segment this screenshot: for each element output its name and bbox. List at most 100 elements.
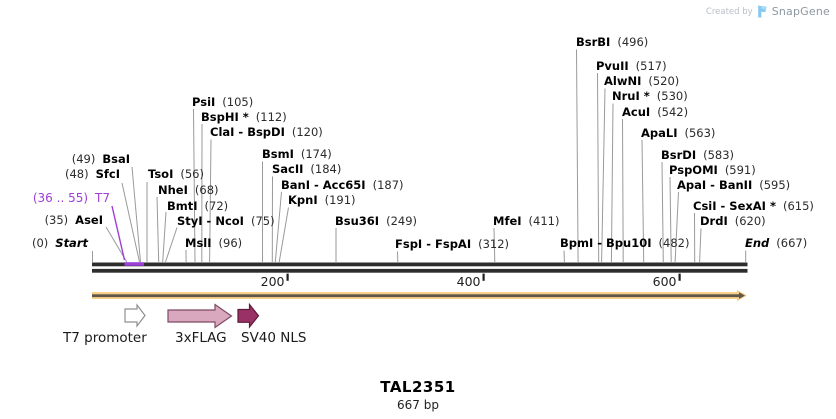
site-pos: (174) [300,147,332,161]
site-label-alwNI[interactable]: AlwNI(520) [604,75,679,88]
site-label-acuI[interactable]: AcuI(542) [622,105,688,119]
feature-name: T7 [95,191,110,205]
site-pos: (0) [31,235,49,250]
site-pos: (249) [386,213,418,228]
site-label-t7[interactable]: (36 .. 55)T7 [33,192,110,205]
site-label-bsrBI[interactable]: BsrBI(496) [576,36,648,49]
site-pos: (105) [222,94,254,109]
3xflag-arrow[interactable] [167,303,233,329]
connector-drdI [699,228,702,263]
enzyme-name: CsiI - SexAI * [693,198,776,213]
connector-psiI [193,108,196,263]
connector-bsrBI [576,49,579,263]
site-label-styI-ncoI[interactable]: StyI - NcoI (75) [177,213,275,228]
site-label-bsrDI[interactable]: BsrDI(583) [661,148,734,162]
connector-alwNI [601,88,606,263]
site-label-bmtI[interactable]: BmtI (72) [167,198,229,213]
site-label-bsu36I[interactable]: Bsu36I(249) [335,213,418,228]
site-label-bspHI[interactable]: BspHI *(112) [201,109,287,124]
site-connectors [92,49,747,263]
enzyme-name: FspI - FspAI [395,237,472,251]
site-label-psiI[interactable]: PsiI (105) [192,94,254,109]
site-label-sacII[interactable]: SacII(184) [272,163,341,176]
enzyme-name: BpmI - Bpu10I [560,236,652,250]
site-pos: (411) [528,213,560,228]
site-label-bsmI[interactable]: BsmI(174) [262,148,332,161]
orf-arrow-head-core [739,292,745,299]
t7-region-bar[interactable] [124,262,145,266]
enzyme-name: PspOMI [669,162,718,177]
connector-nruI [610,103,614,263]
connector-pspOMI [669,176,672,263]
connector-kpnI [278,207,289,263]
enzyme-name: ClaI - BspDI [210,125,285,139]
site-label-start[interactable]: (0) Start [31,235,88,250]
enzyme-name: BmtI [167,198,198,213]
site-label-pvuII[interactable]: PvuII(517) [596,58,667,73]
site-label-csiI-sexAI[interactable]: CsiI - SexAI * (615) [693,198,814,213]
site-pos: (595) [759,177,791,192]
enzyme-name: BanI - Acc65I [281,177,366,192]
t7-promoter-arrow[interactable] [124,303,146,328]
feature-label-sv40-nls[interactable]: SV40 NLS [241,330,307,346]
site-label-fspI-fspAI[interactable]: FspI - FspAI (312) [395,238,509,251]
axis-tick-label-400: 400 [456,274,481,289]
map-title-block: TAL2351 667 bp [0,378,836,412]
site-label-banI-acc65I[interactable]: BanI - Acc65I(187) [281,177,404,192]
connector-apaLI [641,139,645,263]
site-pos: (191) [324,193,356,207]
sv40-nls-arrow[interactable] [237,302,260,329]
created-by-text: Created by [705,6,753,17]
sequence-line-top [92,262,748,267]
orf-arrow[interactable] [92,289,747,302]
enzyme-name: ApaLI [641,125,678,140]
connector-mfeI [493,227,496,263]
enzyme-name: PvuII [596,58,629,73]
connector-pvuII [597,72,600,263]
feature-label-3xflag[interactable]: 3xFLAG [175,330,227,346]
site-pos: (312) [478,237,510,251]
site-pos: (72) [204,198,229,213]
enzyme-name: DrdI [700,214,728,228]
site-label-kpnI[interactable]: KpnI(191) [288,194,356,207]
snapgene-brand-text: SnapGene [771,5,830,18]
feature-label-t7-promoter[interactable]: T7 promoter [63,330,147,346]
site-pos: (520) [648,74,680,88]
site-label-mfeI[interactable]: MfeI (411) [493,213,560,228]
snapgene-logo-icon [757,5,767,18]
enzyme-name: StyI - NcoI [177,213,244,228]
site-label-nheI[interactable]: NheI(68) [158,184,219,197]
connector-claI-bspDI [209,139,212,263]
site-pos: (49) [71,152,96,166]
enzyme-name: TsoI [148,167,174,181]
site-label-mslI[interactable]: MslI(96) [185,237,242,250]
site-label-bpmI-bpu10I[interactable]: BpmI - Bpu10I(482) [560,237,689,250]
enzyme-name: MfeI [493,213,522,228]
site-label-apaLI[interactable]: ApaLI(563) [641,125,715,140]
site-label-sfcI[interactable]: (48)SfcI [65,168,120,181]
site-label-nruI[interactable]: NruI *(530) [612,90,688,103]
connector-acuI [622,118,624,263]
enzyme-name: BspHI * [201,109,249,124]
site-label-pspOMI[interactable]: PspOMI (591) [669,162,756,177]
site-pos: (68) [194,183,219,197]
site-pos: (615) [782,198,814,213]
site-pos: (35) [44,212,69,227]
enzyme-name: AseI [75,212,103,227]
site-label-claI-bspDI[interactable]: ClaI - BspDI(120) [210,126,323,139]
axis-ticks [286,273,681,281]
site-label-end[interactable]: End(667) [745,236,807,250]
tick-200 [286,273,289,281]
site-pos: (56) [180,167,204,181]
site-pos: (591) [724,162,756,177]
enzyme-name: PsiI [192,94,216,109]
site-pos: (75) [250,213,275,228]
site-label-tsoI[interactable]: TsoI (56) [148,168,204,181]
site-label-apaI-banII[interactable]: ApaI - BanII(595) [677,177,791,192]
site-label-aseI[interactable]: (35) AseI [44,212,103,227]
site-label-bsaI[interactable]: (49)BsaI [72,153,130,166]
site-label-drdI[interactable]: DrdI(620) [700,215,766,228]
landmark-name: Start [55,235,88,250]
site-pos: (496) [617,35,649,49]
